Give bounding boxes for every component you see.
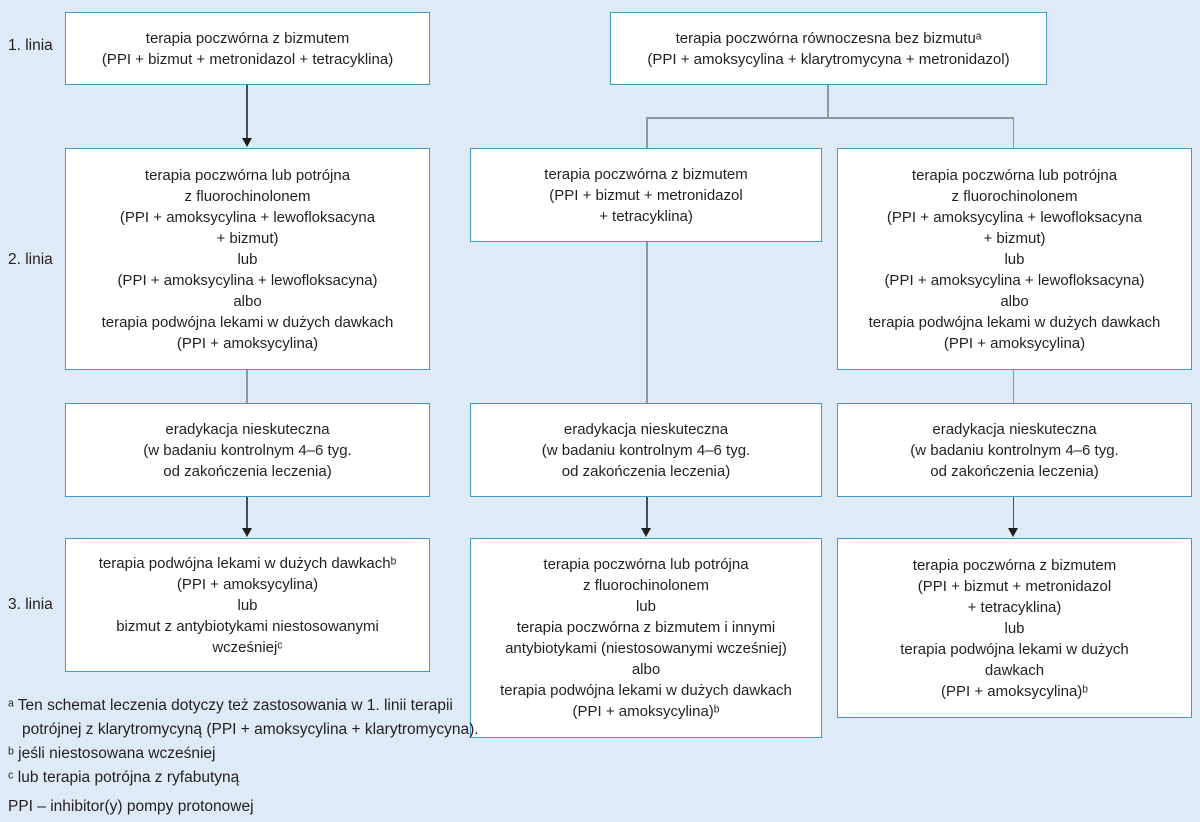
connector-left-line1-to-line2 xyxy=(246,85,248,139)
footnotes: ᵃ Ten schemat leczenia dotyczy też zasto… xyxy=(8,694,486,819)
connector-left-erad-to-line3 xyxy=(246,497,248,529)
box-eradication-failed-right: eradykacja nieskuteczna (w badaniu kontr… xyxy=(837,403,1192,497)
row-label-third-line: 3. linia xyxy=(8,596,53,613)
connector-fork-stem xyxy=(827,85,829,118)
footnote-b: ᵇ jeśli niestosowana wcześniej xyxy=(8,745,216,762)
box-third-line-right: terapia poczwórna z bizmutem (PPI + bizm… xyxy=(837,538,1192,718)
box-eradication-failed-middle: eradykacja nieskuteczna (w badaniu kontr… xyxy=(470,403,822,497)
footnote-c: ᶜ lub terapia potrójna z ryfabutyną xyxy=(8,769,240,786)
connector-middle-line2-to-erad xyxy=(646,242,648,403)
box-first-line-bismuth-quadruple: terapia poczwórna z bizmutem (PPI + bizm… xyxy=(65,12,430,85)
box-third-line-left: terapia podwójna lekami w dużych dawkach… xyxy=(65,538,430,672)
box-third-line-middle: terapia poczwórna lub potrójna z fluoroc… xyxy=(470,538,822,738)
box-first-line-concomitant-no-bismuth: terapia poczwórna równoczesna bez bizmut… xyxy=(610,12,1047,85)
arrowhead-left-line1-to-line2 xyxy=(241,138,252,147)
box-second-line-right: terapia poczwórna lub potrójna z fluoroc… xyxy=(837,148,1192,370)
box-second-line-middle: terapia poczwórna z bizmutem (PPI + bizm… xyxy=(470,148,822,242)
arrowhead-middle-erad-to-line3 xyxy=(641,528,652,537)
connector-fork-right-drop xyxy=(1012,117,1014,148)
footnote-ppi-abbreviation: PPI – inhibitor(y) pompy protonowej xyxy=(8,798,254,815)
connector-fork-bar xyxy=(646,117,1014,119)
connector-middle-erad-to-line3 xyxy=(646,497,648,529)
connector-left-line2-to-erad xyxy=(246,370,248,403)
row-label-second-line: 2. linia xyxy=(8,251,53,268)
arrowhead-left-erad-to-line3 xyxy=(241,528,252,537)
footnote-a: ᵃ Ten schemat leczenia dotyczy też zasto… xyxy=(8,697,479,738)
arrowhead-right-erad-to-line3 xyxy=(1007,528,1018,537)
connector-right-erad-to-line3 xyxy=(1012,497,1014,529)
box-second-line-left: terapia poczwórna lub potrójna z fluoroc… xyxy=(65,148,430,370)
connector-fork-left-drop xyxy=(646,117,648,148)
connector-right-line2-to-erad xyxy=(1012,370,1014,403)
row-label-first-line: 1. linia xyxy=(8,37,53,54)
box-eradication-failed-left: eradykacja nieskuteczna (w badaniu kontr… xyxy=(65,403,430,497)
